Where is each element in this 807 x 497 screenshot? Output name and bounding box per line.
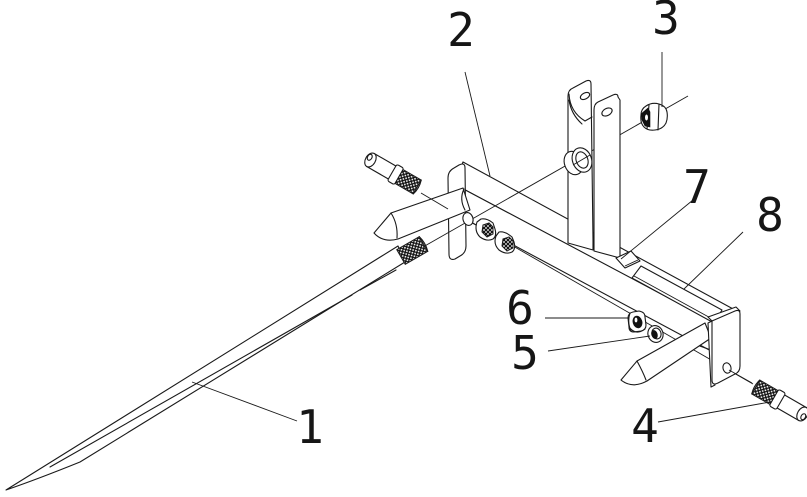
mast-front-plate [593,93,621,259]
long-spear-tine [5,235,429,491]
flange-nut-6 [627,310,647,333]
callout-8: 8 [756,188,784,242]
spear-boss-tube [563,147,593,176]
main-frame-beam [373,161,736,353]
right-stub-spear [620,322,712,386]
callout-4: 4 [631,399,659,453]
callout-1: 1 [296,400,324,454]
weld-clip-nuts [462,212,516,254]
leader-lines [191,52,771,423]
bolt-axis-line-left [420,192,449,210]
callout-7: 7 [683,160,711,214]
beam-right-end-plate [707,306,753,388]
callout-3: 3 [652,0,680,45]
hitch-mast [563,79,621,259]
callout-labels: 1 2 3 4 5 6 7 8 [296,0,784,454]
beam-top-slot [615,250,641,269]
bolt-hole [722,362,732,374]
left-stub-spear [373,187,471,241]
spear-threaded-end [396,235,429,266]
bolt-upper-left [360,148,424,197]
callout-2: 2 [447,3,475,57]
bolt-lower-right [749,377,807,426]
callout-6: 6 [506,281,534,335]
flange-nut-5 [647,325,664,343]
cap-nut-3 [640,102,668,131]
callout-5: 5 [511,326,539,380]
